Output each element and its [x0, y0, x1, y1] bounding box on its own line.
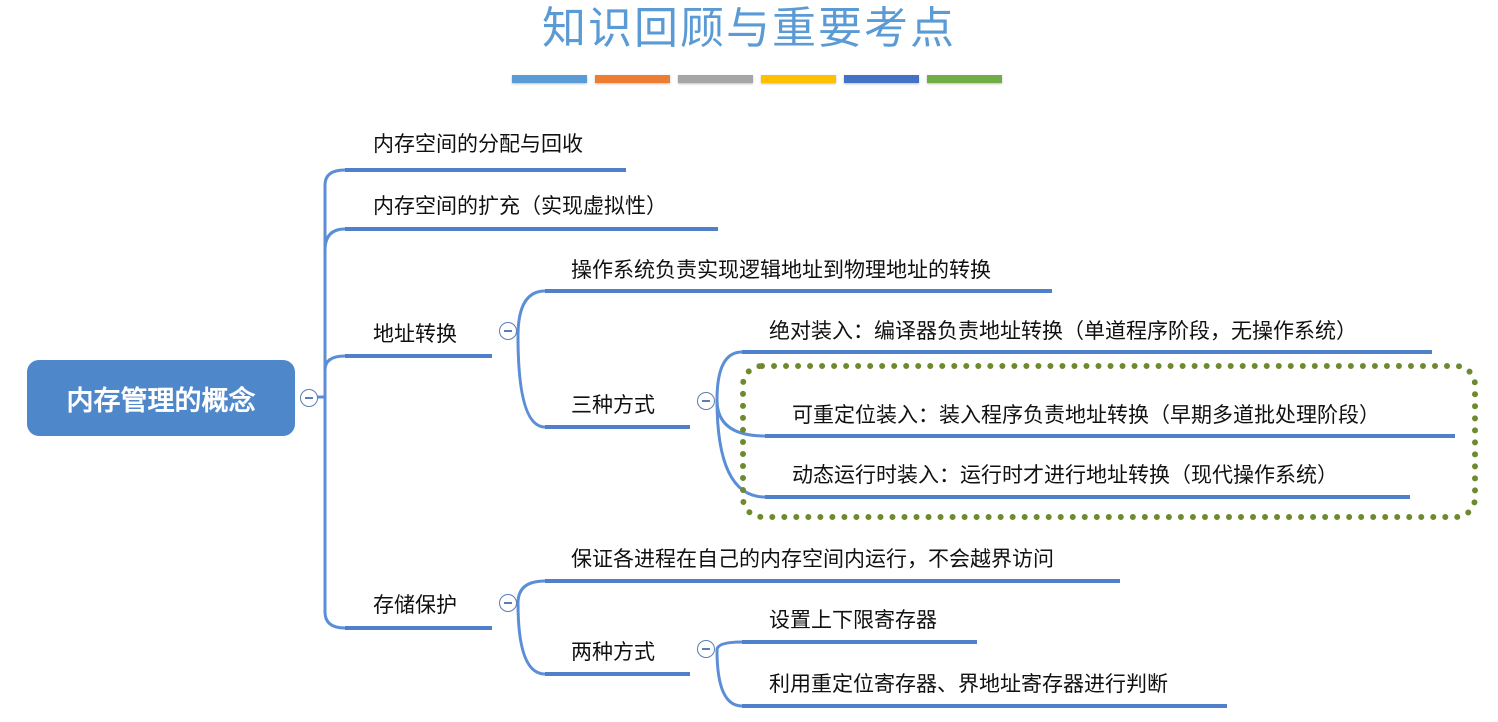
color-segment-6 [927, 75, 1002, 83]
connector-protect-desc [516, 579, 547, 605]
connector-modes-dynamic [715, 398, 767, 499]
connector-root-protect [323, 395, 347, 630]
node-relocation-registers[interactable]: 利用重定位寄存器、界地址寄存器进行判断 [769, 672, 1168, 696]
node-two-modes[interactable]: 两种方式 [571, 640, 655, 664]
color-segment-5 [844, 75, 919, 83]
highlight-box [740, 363, 1478, 520]
connector-addr-desc [516, 289, 547, 338]
connector-root-expand [323, 227, 347, 252]
color-segment-3 [678, 75, 753, 83]
connector-modes-absolute [715, 350, 744, 402]
node-dynamic-load[interactable]: 动态运行时装入：运行时才进行地址转换（现代操作系统） [792, 463, 1338, 487]
node-protection-desc[interactable]: 保证各进程在自己的内存空间内运行，不会越界访问 [571, 547, 1054, 571]
node-three-modes[interactable]: 三种方式 [571, 393, 655, 417]
connector-protect-modes [516, 601, 547, 676]
three-modes-collapse-toggle[interactable] [697, 392, 715, 410]
node-absolute-load[interactable]: 绝对装入：编译器负责地址转换（单道程序阶段，无操作系统） [769, 319, 1357, 343]
connector-root-alloc [303, 168, 347, 399]
color-segment-4 [761, 75, 836, 83]
color-segment-2 [595, 75, 670, 83]
node-address-translation[interactable]: 地址转换 [373, 322, 457, 346]
node-address-desc[interactable]: 操作系统负责实现逻辑地址到物理地址的转换 [571, 258, 991, 282]
node-alloc[interactable]: 内存空间的分配与回收 [373, 132, 583, 156]
root-node[interactable]: 内存管理的概念 [27, 360, 295, 436]
node-expand[interactable]: 内存空间的扩充（实现虚拟性） [373, 194, 667, 218]
title-color-bar [512, 75, 1002, 84]
connector-root-addr [323, 354, 347, 372]
connector-modes2-reloc [715, 648, 744, 708]
root-collapse-toggle[interactable] [300, 389, 318, 407]
color-segment-1 [512, 75, 587, 83]
node-limit-registers[interactable]: 设置上下限寄存器 [769, 608, 937, 632]
address-translation-collapse-toggle[interactable] [499, 322, 517, 340]
node-relocatable-load[interactable]: 可重定位装入：装入程序负责地址转换（早期多道批处理阶段） [792, 403, 1380, 427]
connector-addr-modes [516, 334, 547, 429]
storage-protection-collapse-toggle[interactable] [499, 594, 517, 612]
page-title: 知识回顾与重要考点 [542, 3, 956, 54]
connector-modes2-limits [715, 640, 744, 652]
node-storage-protection[interactable]: 存储保护 [373, 593, 457, 617]
two-modes-collapse-toggle[interactable] [697, 640, 715, 658]
